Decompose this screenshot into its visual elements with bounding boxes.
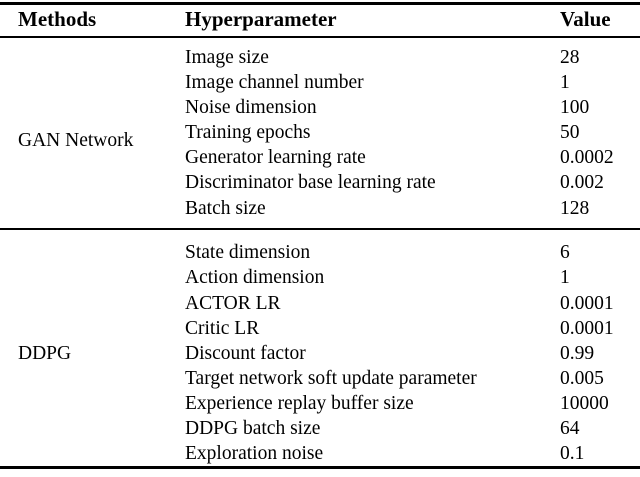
table-row: Noise dimension 100 — [0, 95, 640, 120]
table-row: DDPG batch size 64 — [0, 416, 640, 441]
hyperparameter-value: 50 — [560, 122, 580, 143]
hyperparameter-name: Target network soft update parameter — [185, 368, 477, 389]
table-header-row: Methods Hyperparameter Value — [0, 7, 640, 34]
column-header-value: Value — [560, 7, 611, 31]
table-bottom-rule — [0, 466, 640, 469]
table-row: Image channel number 1 — [0, 70, 640, 95]
hyperparameter-value: 1 — [560, 267, 570, 288]
hyperparameter-value: 0.1 — [560, 443, 585, 464]
table-row: Discriminator base learning rate 0.002 — [0, 170, 640, 195]
hyperparameter-value: 0.005 — [560, 368, 604, 389]
hyperparameter-name: Noise dimension — [185, 97, 317, 118]
hyperparameter-value: 6 — [560, 242, 570, 263]
hyperparameter-value: 0.0002 — [560, 147, 614, 168]
hyperparameter-name: Action dimension — [185, 267, 325, 288]
table-row: Exploration noise 0.1 — [0, 441, 640, 466]
hyperparameter-name: Discriminator base learning rate — [185, 172, 436, 193]
hyperparameter-name: DDPG batch size — [185, 418, 321, 439]
hyperparameter-value: 10000 — [560, 393, 609, 414]
table-row: Batch size 128 — [0, 196, 640, 221]
hyperparameter-name: State dimension — [185, 242, 311, 263]
hyperparameter-value: 128 — [560, 198, 590, 219]
hyperparameter-value: 0.0001 — [560, 293, 614, 314]
hyperparameter-value: 0.002 — [560, 172, 604, 193]
table-row: Critic LR 0.0001 — [0, 316, 640, 341]
hyperparameter-name: Training epochs — [185, 122, 311, 143]
method-label-ddpg: DDPG — [18, 343, 72, 364]
table-group-divider-rule — [0, 228, 640, 230]
hyperparameter-name: Batch size — [185, 198, 266, 219]
table-row: Training epochs 50 — [0, 120, 640, 145]
hyperparameter-value: 0.0001 — [560, 318, 614, 339]
column-header-methods: Methods — [18, 7, 97, 31]
table-header-rule — [0, 36, 640, 38]
table-row: Experience replay buffer size 10000 — [0, 391, 640, 416]
table-row: Image size 28 — [0, 45, 640, 70]
hyperparameter-value: 28 — [560, 47, 580, 68]
hyperparameter-name: Discount factor — [185, 343, 306, 364]
hyperparameter-name: Exploration noise — [185, 443, 324, 464]
hyperparameter-value: 1 — [560, 72, 570, 93]
hyperparameter-name: Generator learning rate — [185, 147, 366, 168]
method-label-gan-network: GAN Network — [18, 130, 134, 151]
hyperparameter-name: Image channel number — [185, 72, 364, 93]
hyperparameter-value: 0.99 — [560, 343, 595, 364]
hyperparameter-name: Experience replay buffer size — [185, 393, 414, 414]
hyperparameter-name: ACTOR LR — [185, 293, 281, 314]
table-top-rule — [0, 2, 640, 5]
table-row: Generator learning rate 0.0002 — [0, 145, 640, 170]
table-row: ACTOR LR 0.0001 — [0, 291, 640, 316]
table-row: Action dimension 1 — [0, 265, 640, 290]
hyperparameter-name: Image size — [185, 47, 269, 68]
hyperparameter-value: 64 — [560, 418, 580, 439]
table-row: Target network soft update parameter 0.0… — [0, 366, 640, 391]
column-header-hyperparameter: Hyperparameter — [185, 7, 337, 31]
hyperparameter-name: Critic LR — [185, 318, 260, 339]
hyperparameter-value: 100 — [560, 97, 590, 118]
table-row: State dimension 6 — [0, 240, 640, 265]
table-row: Discount factor 0.99 — [0, 341, 640, 366]
